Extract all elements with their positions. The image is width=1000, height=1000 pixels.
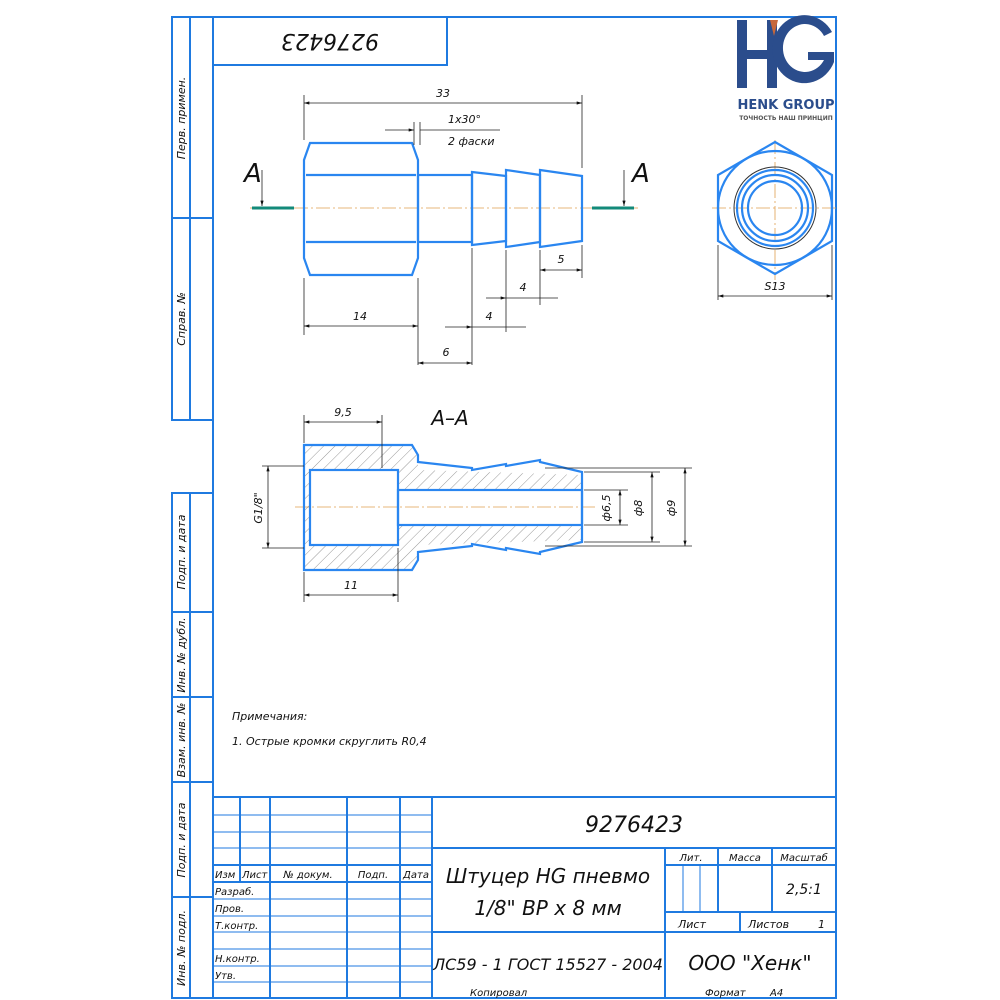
section-view: A–A 9,5 G1/8" 11 ф6,5 ф8 ф9 <box>252 406 692 602</box>
dim-barb2: 4 <box>520 281 527 294</box>
sheet-label: Лист <box>677 918 706 931</box>
scale-value: 2,5:1 <box>786 882 822 898</box>
role-norm-control: Н.контр. <box>215 954 260 965</box>
dim-neck: 6 <box>443 346 450 359</box>
logo-name: HENK GROUP <box>737 98 834 113</box>
side-label: Подп. и дата <box>175 802 188 877</box>
scale-label: Масштаб <box>780 852 828 864</box>
dim-thread: G1/8" <box>252 492 265 523</box>
header-doc: № докум. <box>282 870 332 881</box>
stamp-code-rotated: 9276423 <box>281 28 379 53</box>
side-label: Перв. примен. <box>175 77 188 160</box>
footer: Копировал Формат A4 <box>470 988 783 999</box>
end-view: S13 <box>712 140 836 300</box>
side-labels: Перв. примен. Справ. № Подп. и дата Инв.… <box>175 77 188 986</box>
logo-slogan: ТОЧНОСТЬ НАШ ПРИНЦИП <box>739 115 833 122</box>
title-block: 9276423 Изм Лист № докум. Подп. Дата Раз… <box>212 796 837 999</box>
role-approved: Утв. <box>215 971 236 982</box>
dim-hex-size: S13 <box>765 280 786 293</box>
side-label: Подп. и дата <box>175 514 188 589</box>
role-developer: Разраб. <box>215 886 254 898</box>
side-label: Справ. № <box>175 292 188 346</box>
dim-d3: ф9 <box>665 500 678 516</box>
format-label: Формат <box>705 988 747 999</box>
material: ЛС59 - 1 ГОСТ 15527 - 2004 <box>432 955 663 974</box>
header-date: Дата <box>402 870 429 881</box>
dim-chamfer-note: 2 фаски <box>448 135 494 148</box>
sheets-label: Листов <box>747 918 789 931</box>
dim-hex-length: 14 <box>353 310 367 323</box>
copied-label: Копировал <box>470 988 528 999</box>
dim-d1: ф6,5 <box>600 495 613 522</box>
side-label: Инв. № подл. <box>175 910 188 986</box>
role-checker: Пров. <box>215 904 244 915</box>
notes: Примечания: 1. Острые кромки скруглить R… <box>232 710 427 748</box>
side-label: Инв. № дубл. <box>175 617 188 692</box>
dim-barb1: 4 <box>486 310 493 323</box>
dim-barb3: 5 <box>558 253 565 266</box>
section-marker-left: A <box>242 159 262 189</box>
note-item: 1. Острые кромки скруглить R0,4 <box>232 735 427 748</box>
section-title: A–A <box>429 406 468 430</box>
dim-chamfer: 1x30° <box>448 113 481 126</box>
mass-label: Масса <box>729 853 761 864</box>
format-value: A4 <box>769 988 783 999</box>
section-marker-right: A <box>630 159 650 189</box>
title-code: 9276423 <box>585 813 683 838</box>
header-izm: Изм <box>215 870 236 881</box>
dim-total: 33 <box>436 87 450 100</box>
sheets-count: 1 <box>818 918 825 931</box>
lit-label: Лит. <box>678 853 702 864</box>
part-name-line1: Штуцер HG пневмо <box>446 864 650 888</box>
notes-title: Примечания: <box>232 710 307 723</box>
header-list: Лист <box>241 870 269 881</box>
dim-bore-length: 11 <box>344 579 358 592</box>
dim-d2: ф8 <box>632 500 645 516</box>
side-label: Взам. инв. № <box>175 703 188 778</box>
main-view: A A 33 1x30° 2 фаски 14 6 4 4 5 <box>242 87 650 365</box>
henk-group-logo: HENK GROUP ТОЧНОСТЬ НАШ ПРИНЦИП <box>737 15 835 122</box>
role-tech-control: Т.контр. <box>215 921 258 932</box>
company: ООО "Хенк" <box>688 951 811 975</box>
header-sign: Подп. <box>358 870 388 881</box>
dim-thread-depth: 9,5 <box>334 406 352 419</box>
part-name-line2: 1/8" ВР x 8 мм <box>474 896 621 920</box>
